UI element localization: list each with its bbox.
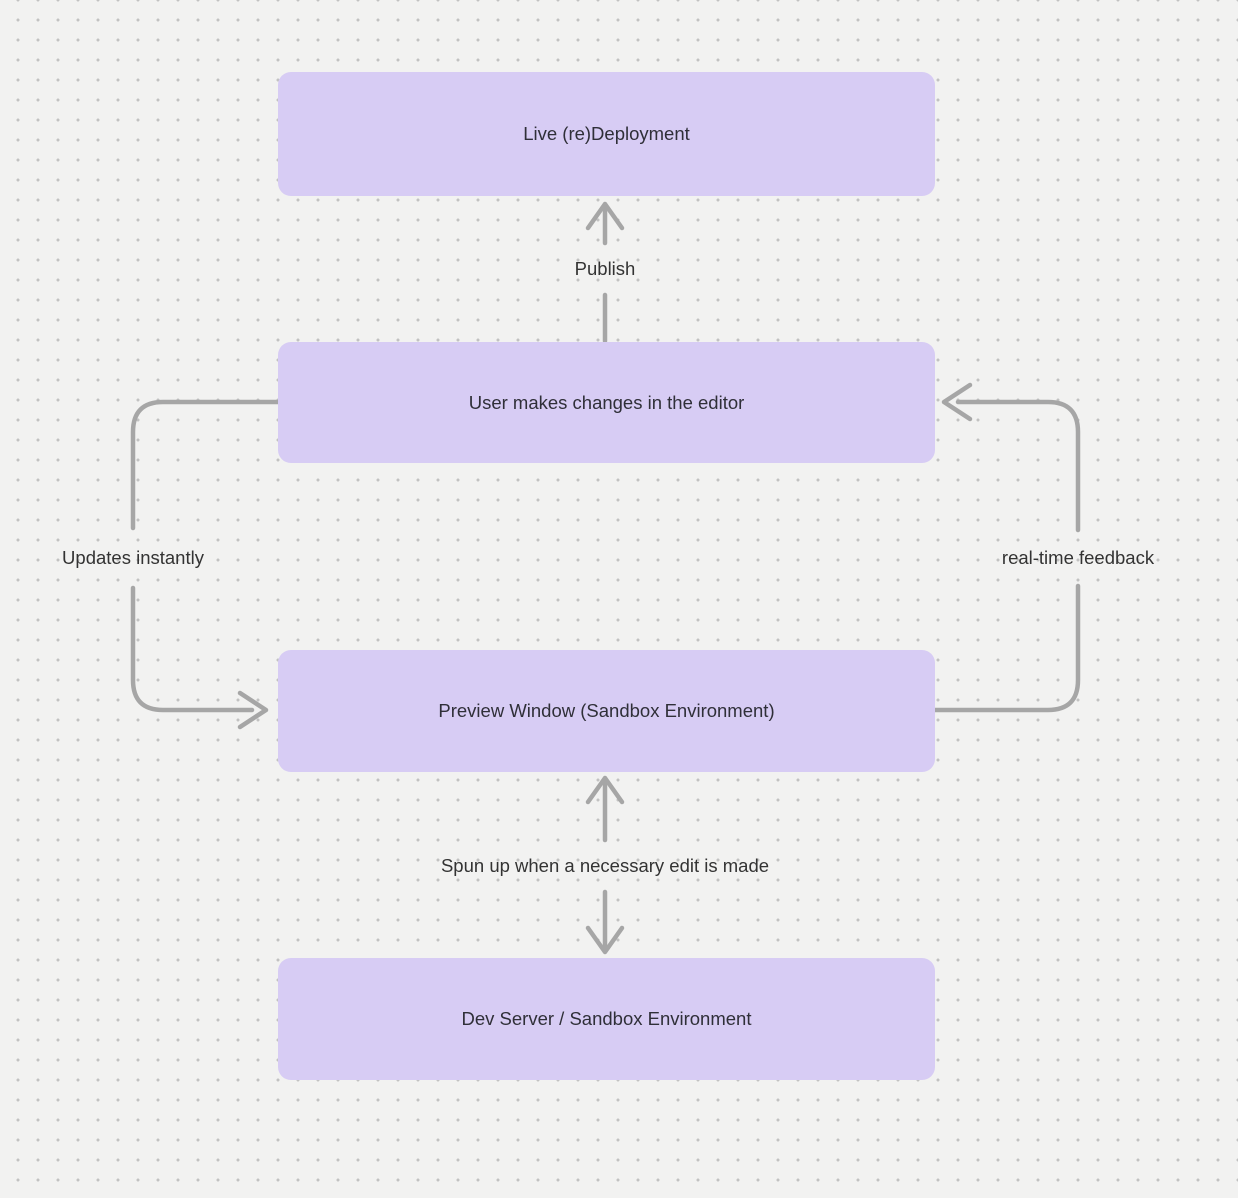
node-dev-server[interactable]: Dev Server / Sandbox Environment: [278, 958, 935, 1080]
node-dev-server-label: Dev Server / Sandbox Environment: [461, 1008, 752, 1030]
node-live-deployment-label: Live (re)Deployment: [523, 123, 690, 145]
edge-label-updates-instantly: Updates instantly: [62, 546, 204, 568]
node-live-deployment[interactable]: Live (re)Deployment: [278, 72, 935, 196]
edge-label-real-time-feedback: real-time feedback: [1001, 546, 1155, 568]
node-preview[interactable]: Preview Window (Sandbox Environment): [278, 650, 935, 772]
node-editor[interactable]: User makes changes in the editor: [278, 342, 935, 463]
node-editor-label: User makes changes in the editor: [468, 391, 745, 413]
edge-label-publish: Publish: [574, 257, 636, 279]
edge-label-spun-up: Spun up when a necessary edit is made: [440, 854, 770, 876]
node-preview-label: Preview Window (Sandbox Environment): [438, 700, 775, 722]
